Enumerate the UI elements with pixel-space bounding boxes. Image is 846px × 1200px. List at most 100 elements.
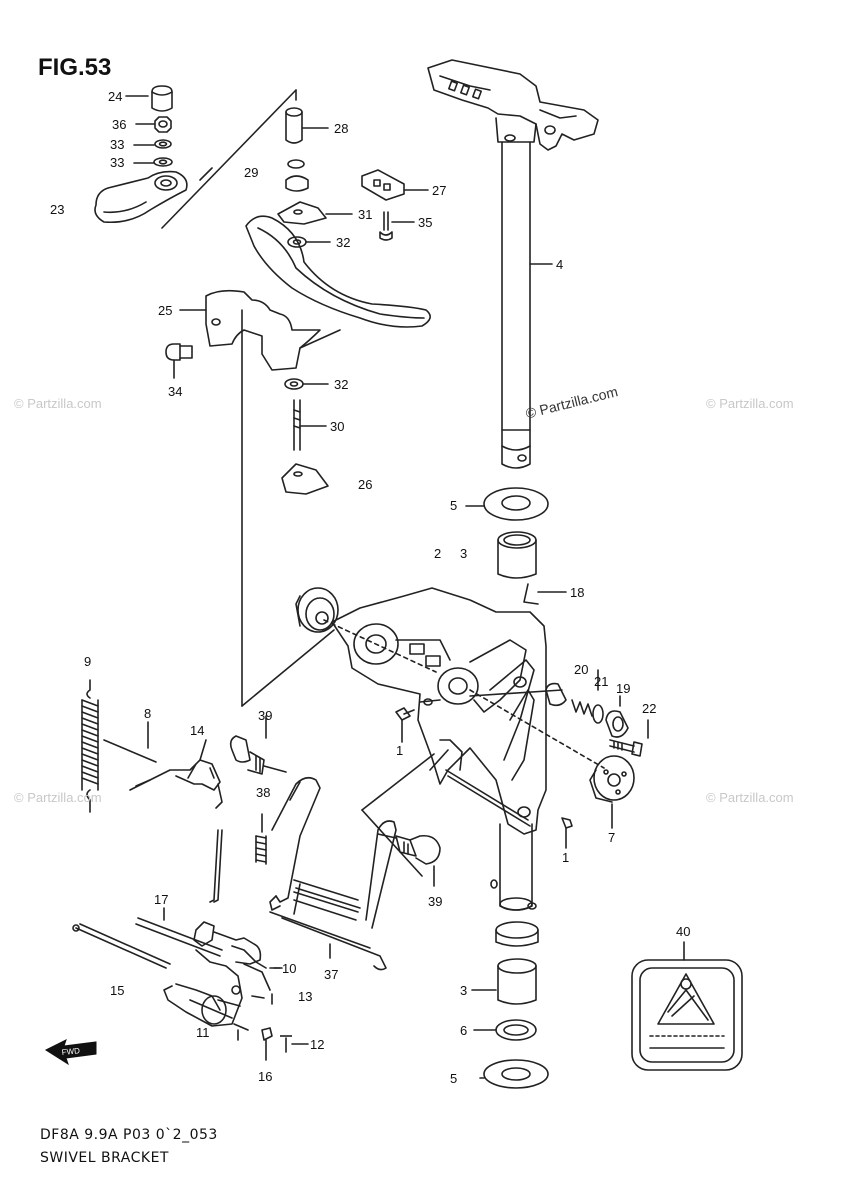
callout-40: 40 (676, 924, 690, 939)
callout-2: 2 (434, 546, 441, 561)
callout-26: 26 (358, 477, 372, 492)
bushing-3-lower (497, 958, 537, 1005)
callout-15: 15 (110, 983, 124, 998)
callout-9: 9 (84, 654, 91, 669)
figure-title: FIG.53 (38, 54, 112, 81)
bushing-28 (285, 107, 329, 144)
caution-label-40 (631, 941, 743, 1071)
washer-33a (154, 139, 172, 149)
rod-17 (135, 907, 223, 957)
callout-6: 6 (460, 1023, 467, 1038)
callout-34: 34 (168, 384, 182, 399)
washer-33b (153, 157, 173, 167)
bolt-39-lower (377, 833, 441, 887)
screw-34 (165, 343, 193, 379)
callout-5-lower: 5 (450, 1071, 457, 1086)
callout-31: 31 (358, 207, 372, 222)
callout-5-upper: 5 (450, 498, 457, 513)
callout-23: 23 (50, 202, 64, 217)
washer-21 (592, 704, 604, 724)
callout-3-upper: 3 (460, 546, 467, 561)
lower-bushing (495, 921, 539, 947)
swivel-bracket-body (331, 587, 547, 835)
callout-37: 37 (324, 967, 338, 982)
bushing-3-upper (497, 531, 537, 579)
nut-36 (154, 116, 172, 133)
screw-1-upper (395, 707, 415, 743)
callout-32b: 32 (334, 377, 348, 392)
callout-12: 12 (310, 1037, 324, 1052)
callout-25: 25 (158, 303, 172, 318)
washer-5-lower (483, 1059, 549, 1089)
bolt-39-upper (229, 715, 287, 775)
callout-22: 22 (642, 701, 656, 716)
callout-38: 38 (256, 785, 270, 800)
callout-11: 11 (196, 1025, 210, 1040)
handle-bracket-25 (179, 215, 431, 371)
callout-14: 14 (190, 723, 204, 738)
callout-4: 4 (556, 257, 563, 272)
knob-bushing (545, 682, 567, 707)
bolt-22 (609, 719, 649, 757)
callout-29: 29 (244, 165, 258, 180)
callout-32a: 32 (336, 235, 350, 250)
footer-code: DF8A 9.9A P03 0`2_053 (40, 1127, 218, 1143)
callout-30: 30 (330, 419, 344, 434)
rod-15 (72, 923, 171, 969)
watermark-right: © Partzilla.com (706, 396, 794, 411)
screw-16 (261, 1027, 273, 1061)
callout-3-lower: 3 (460, 983, 467, 998)
tiller-arm-23 (94, 170, 188, 224)
spring-38 (255, 813, 267, 865)
callout-33b: 33 (110, 155, 124, 170)
washer-5-upper (465, 487, 549, 521)
watermark-left: © Partzilla.com (14, 396, 102, 411)
front-direction-arrow: FWD (44, 1039, 97, 1066)
callout-20: 20 (574, 662, 588, 677)
callout-13: 13 (298, 989, 312, 1004)
nut-19 (605, 710, 629, 738)
watermark-left-lower: © Partzilla.com (14, 790, 102, 805)
ring-29 (285, 159, 309, 192)
callout-35: 35 (418, 215, 432, 230)
callout-33a: 33 (110, 137, 124, 152)
callout-19: 19 (616, 681, 630, 696)
callout-28: 28 (334, 121, 348, 136)
washer-6 (495, 1019, 537, 1041)
watermark-right-lower: © Partzilla.com (706, 790, 794, 805)
clip-18 (523, 583, 567, 605)
screw-35 (379, 211, 415, 241)
knob-7 (589, 755, 635, 829)
plate-26 (281, 463, 329, 495)
spring-20 (571, 699, 593, 717)
footer-name: SWIVEL BRACKET (40, 1150, 169, 1166)
spring-9 (81, 679, 99, 813)
callout-16: 16 (258, 1069, 272, 1084)
callout-24: 24 (108, 89, 122, 104)
washer-32b (284, 378, 329, 390)
callout-21: 21 (594, 674, 608, 689)
rod-2 (209, 829, 223, 903)
tilt-lever-37 (269, 776, 397, 971)
callout-27: 27 (432, 183, 446, 198)
clip-27 (361, 169, 429, 201)
washer-32a (287, 236, 331, 248)
callout-39-upper: 39 (258, 708, 272, 723)
fwd-label: FWD (61, 1046, 80, 1057)
callout-7: 7 (608, 830, 615, 845)
callout-36: 36 (112, 117, 126, 132)
pin-8 (103, 721, 157, 763)
callout-39-lower: 39 (428, 894, 442, 909)
linkage-10-11-13 (163, 921, 281, 1031)
callout-8: 8 (144, 706, 151, 721)
lower-tube (490, 823, 537, 911)
callout-17: 17 (154, 892, 168, 907)
shaft-30 (293, 399, 327, 451)
callout-18: 18 (570, 585, 584, 600)
plate-31 (277, 201, 353, 225)
boss-left (295, 587, 339, 633)
screw-1-lower (561, 817, 573, 849)
cap-24 (151, 85, 173, 112)
callout-1-upper: 1 (396, 743, 403, 758)
